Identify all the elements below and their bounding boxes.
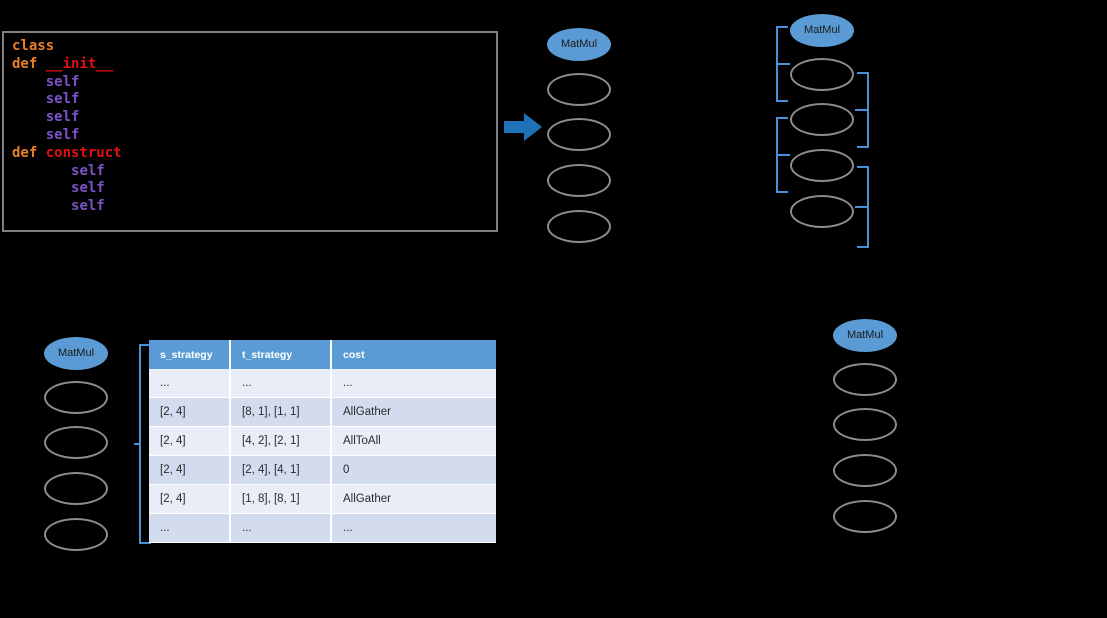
table-row[interactable]: [2, 4][4, 2], [2, 1]AllToAll (149, 426, 496, 456)
code-line-5: self (12, 127, 122, 145)
bracket-table-link (134, 344, 151, 544)
code-token-kw: class (12, 38, 55, 54)
code-token-kw: def (12, 55, 46, 72)
node-op-3[interactable] (790, 149, 854, 182)
strategy-cost-table: s_strategy t_strategy cost .........[2, … (149, 340, 496, 543)
code-line-2: self (12, 74, 122, 92)
bracket-left-lower (776, 117, 790, 193)
node-op-4[interactable] (833, 500, 897, 533)
node-matmul-bottom-right[interactable]: MatMul (833, 319, 897, 352)
code-line-4: self (12, 109, 122, 127)
code-indent (12, 91, 46, 107)
table-cell-s_strategy: [2, 4] (149, 455, 231, 485)
code-token-kw: def (12, 144, 46, 161)
code-indent (12, 180, 71, 196)
code-token-self: self (71, 162, 105, 179)
node-op-1[interactable] (44, 381, 108, 414)
node-op-2[interactable] (790, 103, 854, 136)
code-token-fn: __init__ (45, 55, 114, 72)
table-row[interactable]: ......... (149, 513, 496, 543)
code-line-8: self (12, 180, 122, 198)
code-token-self: self (45, 91, 80, 108)
code-line-0: class (12, 38, 122, 56)
node-op-2[interactable] (44, 426, 108, 459)
table-cell-t_strategy: [4, 2], [2, 1] (230, 426, 332, 456)
table-cell-cost: 0 (331, 455, 496, 485)
code-line-3: self (12, 91, 122, 109)
node-matmul-top-right[interactable]: MatMul (790, 14, 854, 47)
node-matmul-bottom-left[interactable]: MatMul (44, 337, 108, 370)
table-cell-cost: ... (331, 369, 496, 398)
code-indent (12, 109, 46, 125)
code-token-self: self (45, 109, 80, 126)
node-op-2[interactable] (833, 408, 897, 441)
node-op-3[interactable] (547, 164, 611, 197)
bracket-left-upper (776, 26, 790, 102)
code-token-self: self (45, 73, 80, 90)
table-body: .........[2, 4][8, 1], [1, 1]AllGather[2… (149, 369, 496, 543)
table-cell-cost: AllGather (331, 484, 496, 514)
code-line-6: def construct (12, 145, 122, 163)
node-op-4[interactable] (44, 518, 108, 551)
table-cell-s_strategy: [2, 4] (149, 397, 231, 427)
column-header-cost: cost (331, 340, 496, 369)
table-cell-s_strategy: [2, 4] (149, 484, 231, 514)
table-header: s_strategy t_strategy cost (149, 340, 496, 369)
table-cell-s_strategy: ... (149, 513, 231, 543)
table-cell-cost: AllToAll (331, 426, 496, 456)
code-indent (12, 127, 46, 143)
code-indent (12, 198, 71, 214)
code-token-self: self (71, 198, 105, 215)
node-matmul-top-middle[interactable]: MatMul (547, 28, 611, 61)
table-cell-t_strategy: [2, 4], [4, 1] (230, 455, 332, 485)
table-cell-t_strategy: [1, 8], [8, 1] (230, 484, 332, 514)
bracket-right-upper (855, 72, 869, 148)
table-row[interactable]: ......... (149, 369, 496, 398)
table-cell-cost: AllGather (331, 397, 496, 427)
node-op-1[interactable] (790, 58, 854, 91)
node-op-1[interactable] (833, 363, 897, 396)
table-cell-t_strategy: ... (230, 369, 332, 398)
table-header-row: s_strategy t_strategy cost (149, 340, 496, 369)
graph-top-right: MatMul (790, 14, 870, 244)
code-line-1: def __init__ (12, 56, 122, 74)
table-row[interactable]: [2, 4][2, 4], [4, 1]0 (149, 455, 496, 485)
table-row[interactable]: [2, 4][8, 1], [1, 1]AllGather (149, 397, 496, 427)
code-token-fn: construct (45, 144, 122, 161)
code-indent (12, 163, 71, 179)
table-cell-cost: ... (331, 513, 496, 543)
table-cell-t_strategy: ... (230, 513, 332, 543)
graph-top-middle: MatMul (547, 28, 617, 243)
code-line-9: self (12, 198, 122, 216)
code-token-self: self (45, 126, 80, 143)
code-line-7: self (12, 163, 122, 181)
node-op-4[interactable] (547, 210, 611, 243)
column-header-s-strategy: s_strategy (149, 340, 231, 369)
node-op-4[interactable] (790, 195, 854, 228)
table-cell-t_strategy: [8, 1], [1, 1] (230, 397, 332, 427)
transform-arrow-icon (504, 113, 542, 141)
bracket-right-lower (855, 166, 869, 248)
graph-bottom-left: MatMul (44, 337, 114, 552)
table-row[interactable]: [2, 4][1, 8], [8, 1]AllGather (149, 484, 496, 514)
code-indent (12, 74, 46, 90)
node-op-3[interactable] (44, 472, 108, 505)
table-cell-s_strategy: [2, 4] (149, 426, 231, 456)
graph-bottom-right: MatMul (833, 319, 903, 534)
node-op-2[interactable] (547, 118, 611, 151)
node-op-3[interactable] (833, 454, 897, 487)
node-op-1[interactable] (547, 73, 611, 106)
table-cell-s_strategy: ... (149, 369, 231, 398)
code-token-self: self (71, 180, 105, 197)
column-header-t-strategy: t_strategy (230, 340, 332, 369)
